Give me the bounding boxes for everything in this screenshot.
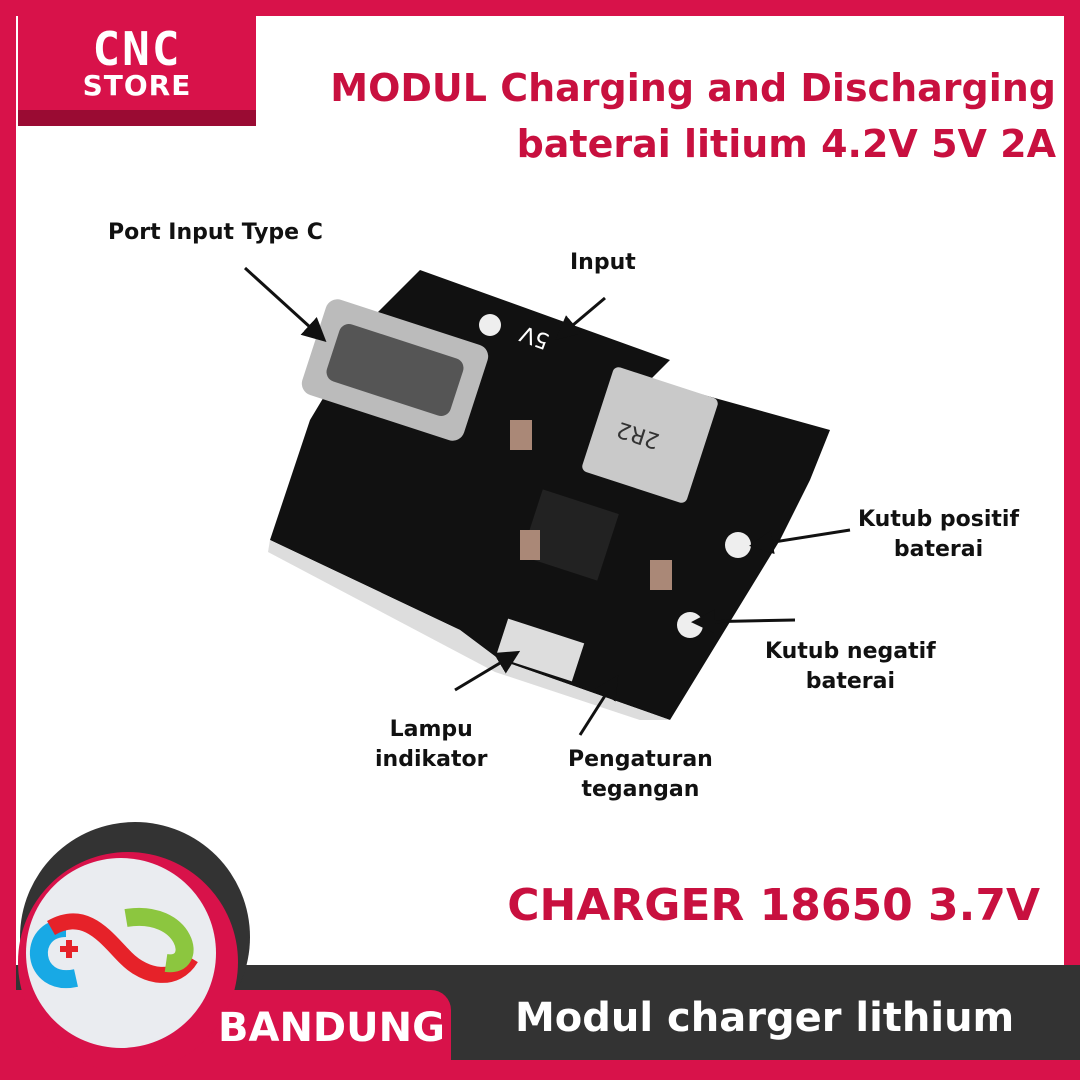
title-line1: MODUL Charging and Discharging	[330, 66, 1056, 110]
logo-shadow	[18, 110, 256, 126]
infinity-logo-icon	[29, 907, 198, 989]
brand-emblem	[26, 858, 216, 1048]
label-input: Input	[570, 250, 636, 275]
cnc-store-logo: CNC STORE	[18, 16, 256, 110]
title-line2: baterai litium 4.2V 5V 2A	[516, 122, 1056, 166]
logo-line2: STORE	[82, 69, 192, 102]
product-title: MODUL Charging and Discharging baterai l…	[330, 60, 1056, 172]
charger-board-image: 2R2 5V	[268, 270, 830, 720]
brand-name: BANDUNG	[218, 1005, 445, 1051]
footer-subtitle: Modul charger lithium	[515, 995, 1015, 1041]
label-port-input: Port Input Type C	[108, 220, 323, 245]
logo-line1: CNC	[92, 22, 182, 76]
charger-caption: CHARGER 18650 3.7V	[507, 880, 1040, 931]
